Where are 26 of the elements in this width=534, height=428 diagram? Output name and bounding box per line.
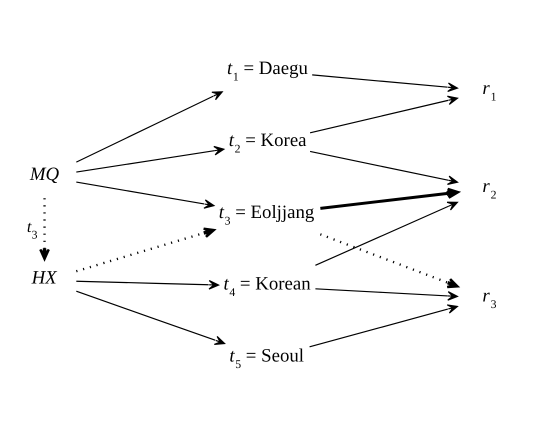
arrow <box>76 227 216 272</box>
node-text: MQ <box>30 164 60 185</box>
arrow <box>76 290 226 344</box>
arrow <box>39 198 50 260</box>
arrow <box>320 232 459 288</box>
arrow <box>310 95 458 133</box>
node-text: r$_{3}$ <box>482 284 497 310</box>
arrow <box>315 201 458 266</box>
arrow <box>312 74 458 92</box>
node-text: t$_{5}$ = Seoul <box>229 344 304 370</box>
node-text: t$_{3}$ = Eoljjang <box>218 201 314 227</box>
node-text: r$_{2}$ <box>482 175 497 201</box>
arrow <box>309 304 458 347</box>
node-text: t$_{1}$ = Daegu <box>226 58 308 84</box>
node-text: t$_{2}$ = Korea <box>228 129 307 155</box>
arrow <box>320 187 460 210</box>
arrow <box>315 288 458 300</box>
arrow <box>310 150 458 184</box>
edge-label: t$_{3}$ <box>26 216 38 241</box>
node-text: t$_{4}$ = Korean <box>223 273 311 299</box>
arrow <box>76 279 220 290</box>
node-text: r$_{1}$ <box>482 78 497 104</box>
arrow <box>76 145 224 172</box>
arrow <box>76 90 223 162</box>
node-text: HX <box>32 267 57 288</box>
arrow <box>76 181 214 208</box>
